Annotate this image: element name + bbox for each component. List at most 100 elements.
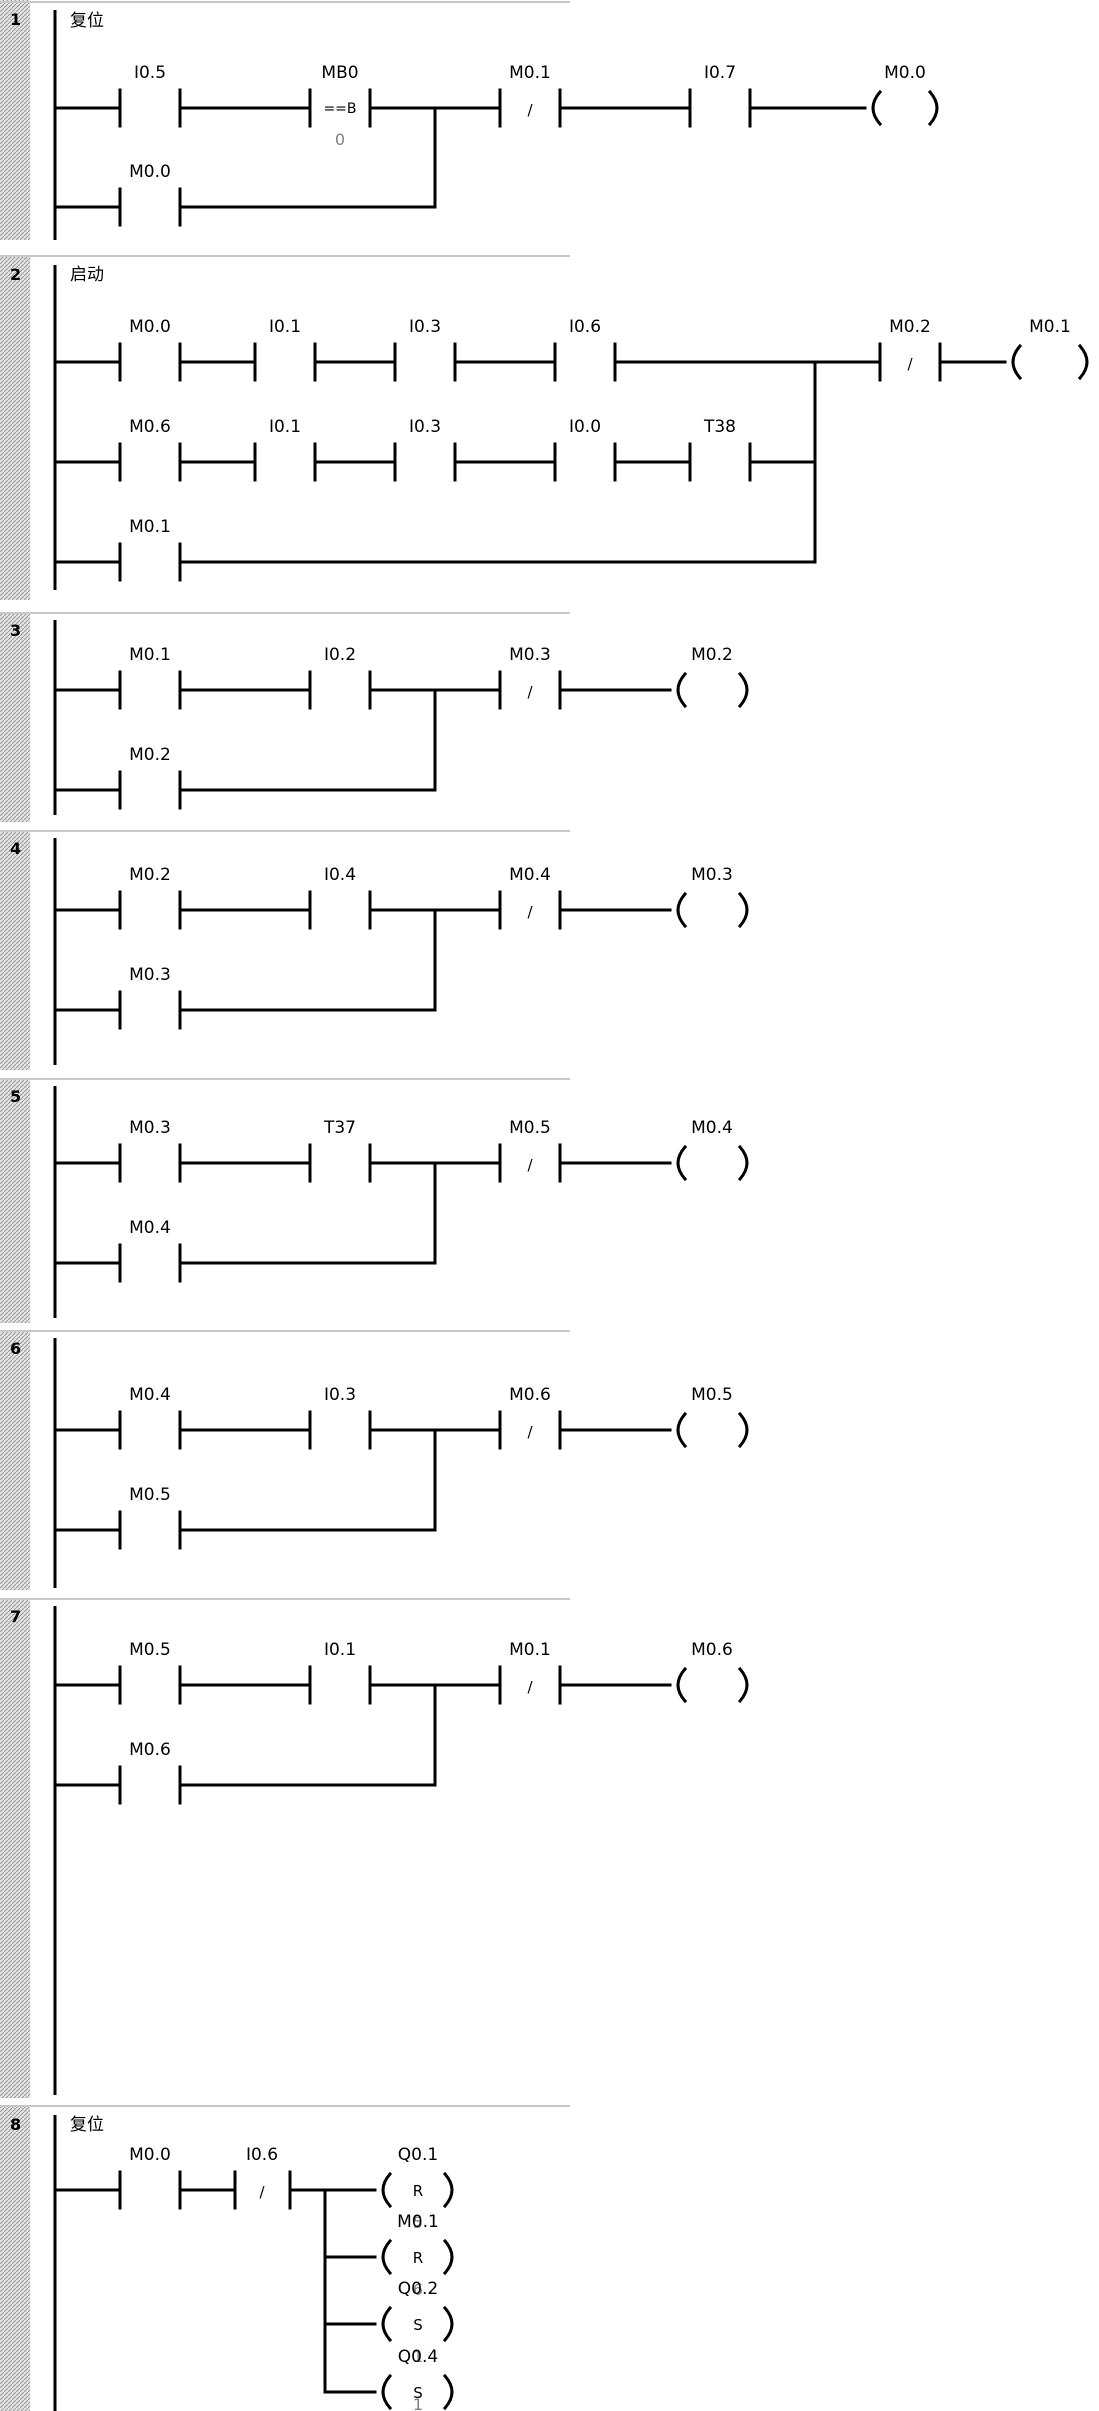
contact-i0-3[interactable]: I0.3 xyxy=(308,1385,372,1450)
coil-q0-2-set[interactable]: S Q0.2 1 xyxy=(381,2279,454,2366)
contact-label: I0.5 xyxy=(134,63,166,83)
compare-mb0[interactable]: MB0 ==B 0 xyxy=(308,63,372,149)
coil-q0-1-reset[interactable]: R Q0.1 5 xyxy=(381,2145,454,2232)
svg-text:M0.3: M0.3 xyxy=(509,645,551,665)
contact-m0-1-nc[interactable]: / M0.1 xyxy=(498,63,562,128)
svg-text:M0.5: M0.5 xyxy=(129,1485,171,1505)
contact-t37[interactable]: T37 xyxy=(308,1118,372,1183)
svg-text:M0.5: M0.5 xyxy=(129,1640,171,1660)
network-2[interactable]: 2 启动 M0.0 I0.1 I0.3 I0.6 / M0.2 xyxy=(0,255,1089,600)
contact-m0-0[interactable]: M0.0 xyxy=(118,162,182,227)
network-7[interactable]: 7 M0.5 I0.1 / M0.1 M0.6 M0.6 xyxy=(0,1598,749,2098)
network-title: 启动 xyxy=(70,265,104,285)
contact-i0-6[interactable]: I0.6 xyxy=(553,317,617,382)
coil-q0-4-set[interactable]: S Q0.4 1 xyxy=(381,2347,454,2411)
svg-text:I0.0: I0.0 xyxy=(569,417,601,437)
svg-text:M0.6: M0.6 xyxy=(691,1640,733,1660)
contact-m0-3[interactable]: M0.3 xyxy=(118,965,182,1030)
svg-text:M0.3: M0.3 xyxy=(129,965,171,985)
coil-m0-3[interactable]: M0.3 xyxy=(676,865,749,929)
svg-text:I0.3: I0.3 xyxy=(324,1385,356,1405)
contact-i0-1[interactable]: I0.1 xyxy=(253,317,317,382)
contact-m0-0[interactable]: M0.0 xyxy=(118,317,182,382)
contact-m0-1[interactable]: M0.1 xyxy=(118,517,182,582)
svg-text:M0.4: M0.4 xyxy=(509,865,551,885)
contact-m0-6-nc[interactable]: / M0.6 xyxy=(498,1385,562,1450)
contact-m0-2[interactable]: M0.2 xyxy=(118,745,182,810)
network-5[interactable]: 5 M0.3 T37 / M0.5 M0.4 M0.4 xyxy=(0,1078,749,1323)
contact-m0-4[interactable]: M0.4 xyxy=(118,1385,182,1450)
coil-m0-1-reset[interactable]: R M0.1 6 xyxy=(381,2212,454,2299)
svg-text:I0.4: I0.4 xyxy=(324,865,356,885)
svg-text:6: 6 xyxy=(413,2280,423,2299)
coil-m0-1[interactable]: M0.1 xyxy=(1011,317,1089,381)
contact-i0-0[interactable]: I0.0 xyxy=(553,417,617,482)
contact-m0-0[interactable]: M0.0 xyxy=(118,2145,182,2210)
network-6[interactable]: 6 M0.4 I0.3 / M0.6 M0.5 M0.5 xyxy=(0,1330,749,1590)
contact-m0-4-nc[interactable]: / M0.4 xyxy=(498,865,562,930)
network-number: 8 xyxy=(10,2115,21,2134)
network-number: 1 xyxy=(10,10,21,29)
contact-m0-5-nc[interactable]: / M0.5 xyxy=(498,1118,562,1183)
compare-operator: ==B xyxy=(323,101,356,117)
contact-i0-7[interactable]: I0.7 xyxy=(688,63,752,128)
contact-i0-3[interactable]: I0.3 xyxy=(393,417,457,482)
contact-m0-1[interactable]: M0.1 xyxy=(118,645,182,710)
network-1[interactable]: 1 复位 I0.5 MB0 ==B 0 / M0.1 I0.7 M xyxy=(0,0,939,240)
contact-m0-3[interactable]: M0.3 xyxy=(118,1118,182,1183)
network-number: 5 xyxy=(10,1087,21,1106)
svg-text:I0.1: I0.1 xyxy=(269,417,301,437)
contact-t38[interactable]: T38 xyxy=(688,417,752,482)
contact-m0-6[interactable]: M0.6 xyxy=(118,1740,182,1805)
network-number: 6 xyxy=(10,1339,21,1358)
svg-text:M0.0: M0.0 xyxy=(129,317,171,337)
svg-text:M0.2: M0.2 xyxy=(691,645,733,665)
svg-text:M0.6: M0.6 xyxy=(509,1385,551,1405)
svg-text:S: S xyxy=(413,2384,423,2402)
contact-m0-2[interactable]: M0.2 xyxy=(118,865,182,930)
svg-text:M0.0: M0.0 xyxy=(129,2145,171,2165)
contact-m0-2-nc[interactable]: / M0.2 xyxy=(878,317,942,382)
contact-m0-4[interactable]: M0.4 xyxy=(118,1218,182,1283)
svg-text:M0.2: M0.2 xyxy=(889,317,931,337)
svg-text:Q0.1: Q0.1 xyxy=(398,2145,438,2165)
svg-text:M0.6: M0.6 xyxy=(129,417,171,437)
contact-m0-1-nc[interactable]: / M0.1 xyxy=(498,1640,562,1705)
svg-text:I0.6: I0.6 xyxy=(569,317,601,337)
contact-i0-4[interactable]: I0.4 xyxy=(308,865,372,930)
network-number: 3 xyxy=(10,621,21,640)
network-3[interactable]: 3 M0.1 I0.2 / M0.3 M0.2 M0.2 xyxy=(0,612,749,822)
network-number: 4 xyxy=(10,839,21,858)
svg-text:M0.1: M0.1 xyxy=(397,2212,439,2232)
svg-text:I0.1: I0.1 xyxy=(269,317,301,337)
svg-text:/: / xyxy=(259,2183,265,2201)
network-4[interactable]: 4 M0.2 I0.4 / M0.4 M0.3 M0.3 xyxy=(0,830,749,1070)
contact-i0-6-nc[interactable]: / I0.6 xyxy=(233,2145,292,2210)
svg-text:M0.1: M0.1 xyxy=(1029,317,1071,337)
svg-text:5: 5 xyxy=(413,2213,423,2232)
compare-label: MB0 xyxy=(321,63,358,83)
coil-m0-5[interactable]: M0.5 xyxy=(676,1385,749,1449)
network-title: 复位 xyxy=(70,11,104,31)
svg-text:Q0.4: Q0.4 xyxy=(398,2347,438,2367)
svg-text:1: 1 xyxy=(413,2347,423,2366)
svg-text:/: / xyxy=(527,903,533,921)
svg-text:M0.4: M0.4 xyxy=(691,1118,733,1138)
contact-m0-5[interactable]: M0.5 xyxy=(118,1485,182,1550)
contact-m0-5[interactable]: M0.5 xyxy=(118,1640,182,1705)
coil-m0-0[interactable]: M0.0 xyxy=(871,63,939,127)
coil-m0-2[interactable]: M0.2 xyxy=(676,645,749,709)
network-8[interactable]: 8 复位 M0.0 / I0.6 R Q0.1 5 R M0.1 6 xyxy=(0,2105,570,2411)
contact-i0-3[interactable]: I0.3 xyxy=(393,317,457,382)
contact-i0-1[interactable]: I0.1 xyxy=(253,417,317,482)
svg-text:I0.3: I0.3 xyxy=(409,417,441,437)
contact-i0-1[interactable]: I0.1 xyxy=(308,1640,372,1705)
coil-m0-6[interactable]: M0.6 xyxy=(676,1640,749,1704)
contact-m0-6[interactable]: M0.6 xyxy=(118,417,182,482)
contact-i0-2[interactable]: I0.2 xyxy=(308,645,372,710)
svg-text:M0.3: M0.3 xyxy=(691,865,733,885)
contact-m0-3-nc[interactable]: / M0.3 xyxy=(498,645,562,710)
coil-m0-4[interactable]: M0.4 xyxy=(676,1118,749,1182)
svg-text:R: R xyxy=(413,2182,423,2200)
contact-i0-5[interactable]: I0.5 xyxy=(118,63,182,128)
